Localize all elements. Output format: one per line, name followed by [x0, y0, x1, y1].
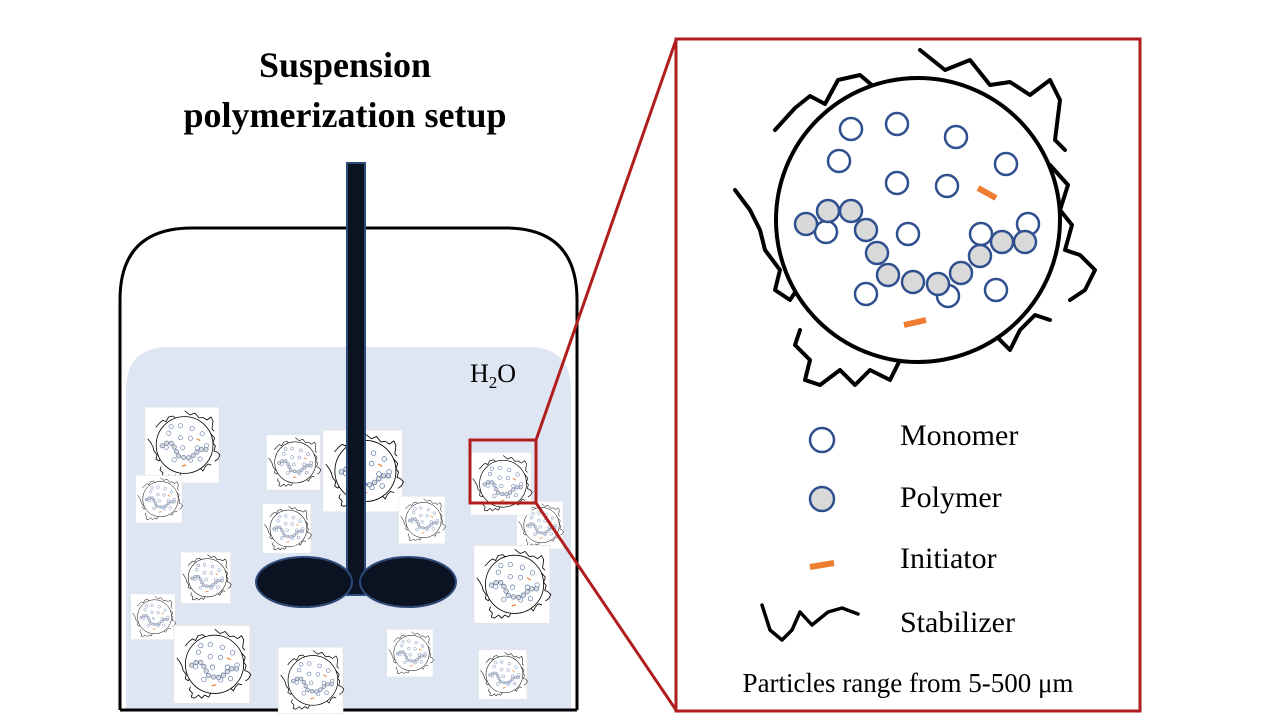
zoom-connector-bottom	[534, 502, 678, 711]
legend-stabilizer-symbol	[760, 603, 860, 642]
stirrer	[255, 162, 457, 608]
particle	[262, 503, 312, 554]
zoom-connector-top	[534, 39, 678, 441]
highlighted-particle	[470, 452, 533, 516]
particle	[386, 629, 434, 678]
particle	[180, 551, 232, 604]
legend-stabilizer-label: Stabilizer	[900, 606, 1015, 639]
stirrer-shaft	[346, 162, 366, 596]
particle	[173, 624, 252, 704]
suspended-particles	[130, 406, 564, 714]
particle	[478, 649, 528, 700]
particle	[135, 475, 183, 524]
particle-size-caption: Particles range from 5-500 μm	[743, 668, 1074, 698]
particle	[266, 434, 322, 491]
stirrer-blade-left	[255, 556, 353, 608]
particle	[398, 496, 446, 545]
legend-polymer-label: Polymer	[900, 481, 1002, 514]
title-line-2: polymerization setup	[184, 95, 507, 135]
zoom-source-box	[468, 438, 538, 505]
legend-initiator-symbol	[809, 560, 835, 570]
legend-monomer-label: Monomer	[900, 419, 1018, 452]
legend-monomer-symbol	[808, 426, 836, 454]
legend-initiator-label: Initiator	[900, 542, 997, 575]
legend: Monomer Polymer Initiator Stabilizer	[760, 419, 1018, 642]
title-line-1: Suspension	[259, 45, 431, 85]
particle	[130, 593, 177, 640]
legend-polymer-symbol	[808, 485, 836, 513]
particle	[473, 544, 552, 624]
stirrer-blade-right	[359, 556, 457, 608]
particle	[144, 406, 221, 484]
particle	[277, 646, 345, 714]
water-label: H2O	[470, 359, 516, 392]
